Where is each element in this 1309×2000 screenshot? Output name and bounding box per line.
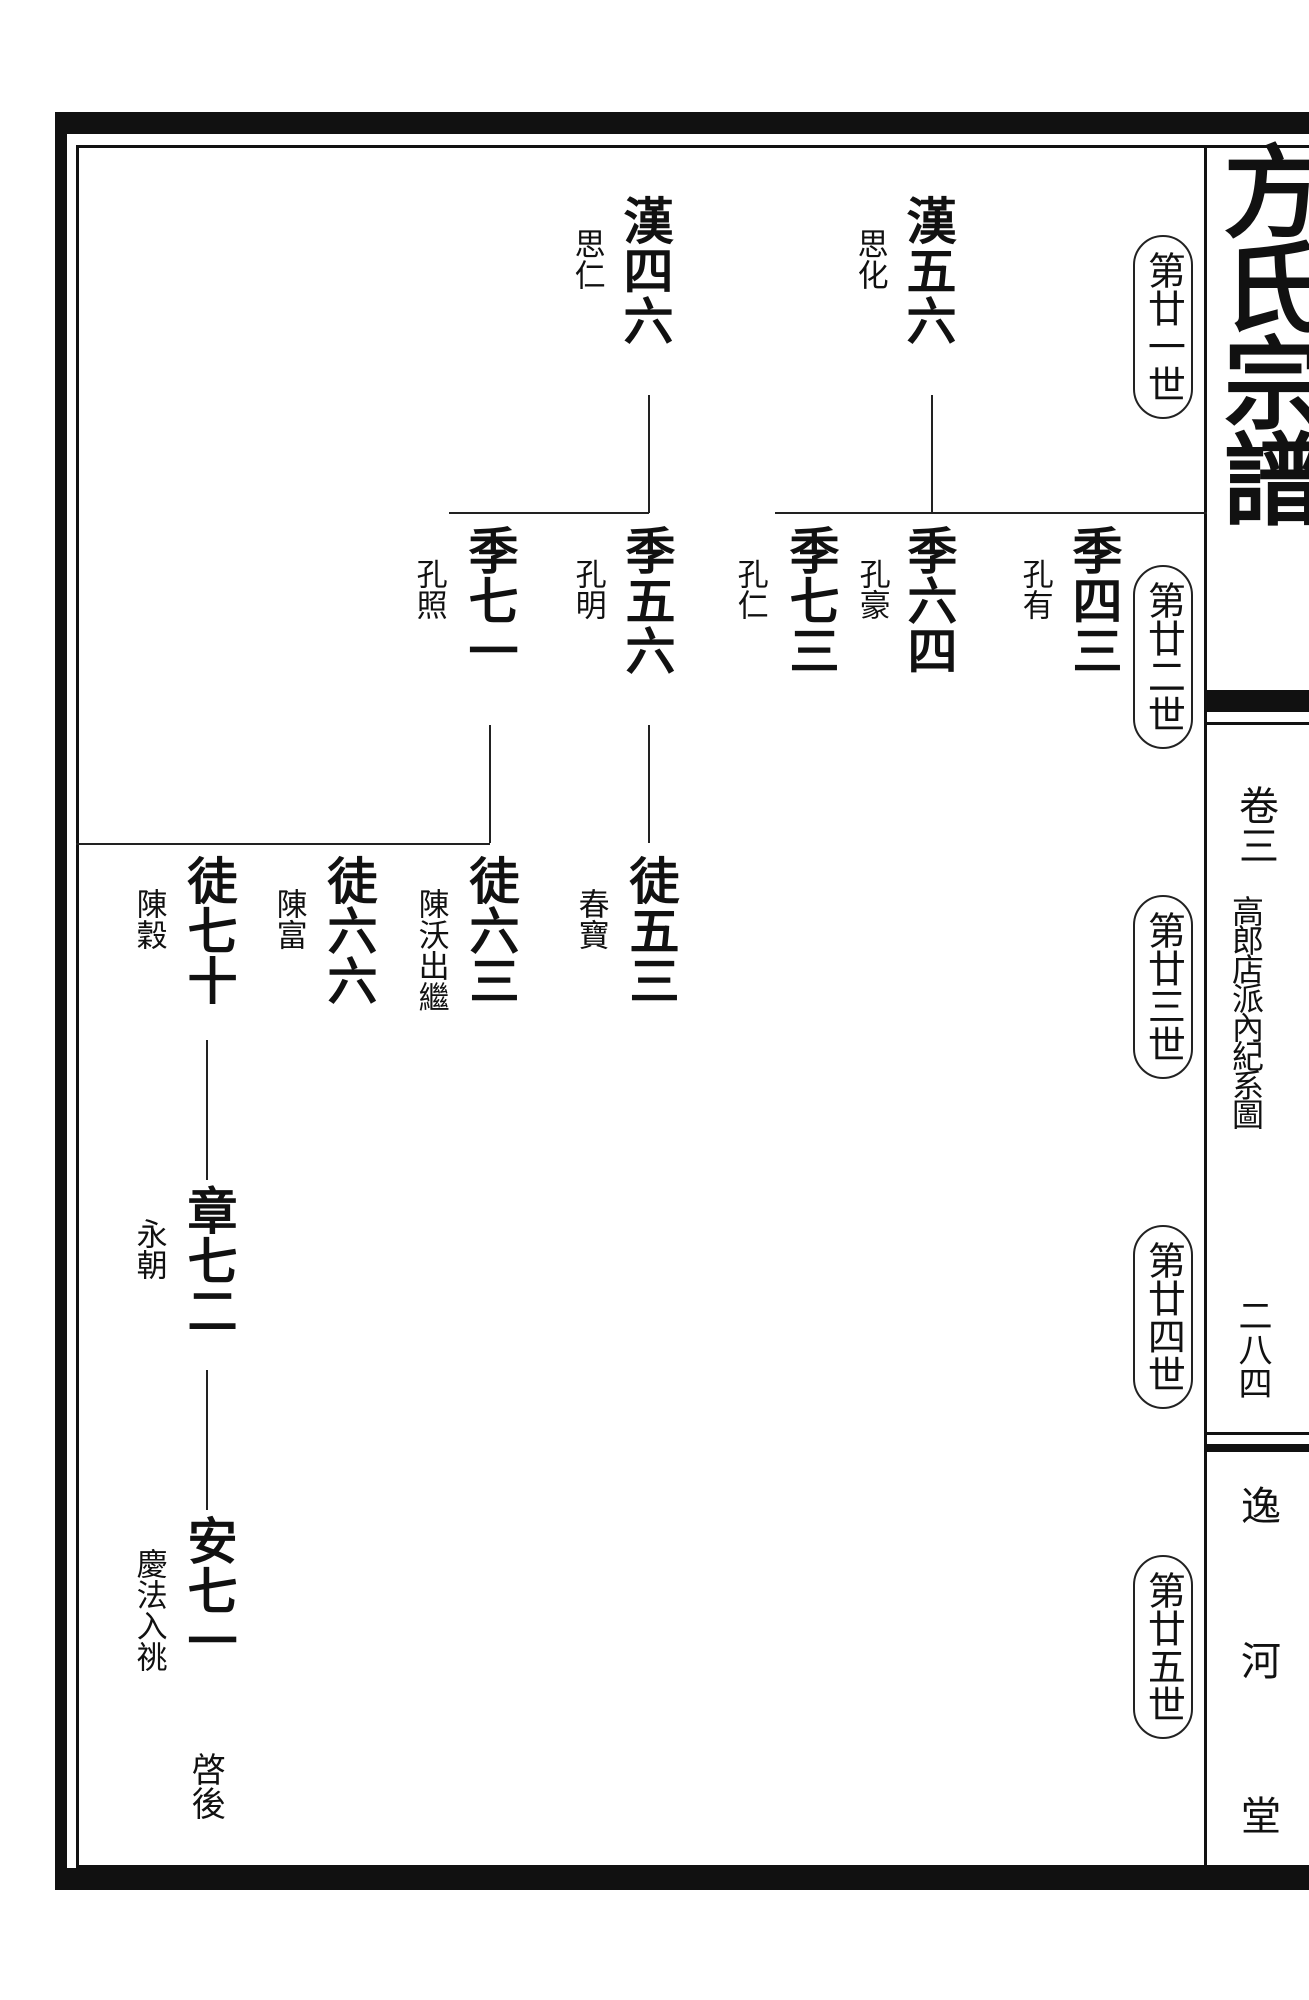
person-name: 漢四六: [615, 195, 675, 345]
person-note: 思仁: [568, 228, 605, 290]
side-panel-divider: [1204, 145, 1207, 1868]
connector-line: [775, 512, 1207, 514]
person-name: 安七一: [179, 1515, 239, 1665]
generation-badge: 第廿二世: [1133, 565, 1193, 749]
person-note: 孔有: [1016, 558, 1053, 620]
connector-line: [449, 512, 649, 514]
side-divider-line: [1207, 1432, 1309, 1435]
person-note: 孔照: [410, 558, 447, 620]
hall-char: 堂: [1234, 1795, 1280, 1835]
page-frame: [55, 112, 1309, 1890]
person-name: 徒五三: [621, 855, 681, 1005]
person-note: 思化: [851, 228, 888, 290]
side-divider-line: [1207, 722, 1309, 725]
generation-badge: 第廿三世: [1133, 895, 1193, 1079]
hall-char: 逸: [1234, 1485, 1280, 1525]
connector-line: [648, 395, 650, 513]
side-divider-bar: [1207, 1444, 1309, 1452]
connector-line: [76, 843, 490, 845]
person-name: 季六四: [899, 525, 959, 675]
person-note: 慶法入祧: [130, 1548, 167, 1672]
person-name: 徒六三: [461, 855, 521, 1005]
person-note: 陳富: [270, 888, 307, 950]
person-note: 陳沃出繼: [412, 888, 449, 1012]
volume-label: 卷三: [1232, 785, 1278, 865]
generation-badge: 第廿四世: [1133, 1225, 1193, 1409]
generation-badge: 第廿五世: [1133, 1555, 1193, 1739]
section-title: 高郎店派內紀系圖: [1227, 895, 1265, 1127]
person-name: 章七二: [179, 1185, 239, 1335]
hall-char: 河: [1234, 1640, 1280, 1680]
page-number: 二八四: [1232, 1298, 1272, 1400]
continuation-note: 啓後: [185, 1752, 226, 1820]
connector-line: [648, 725, 650, 843]
generation-badge: 第廿一世: [1133, 235, 1193, 419]
connector-line: [206, 1040, 208, 1180]
person-name: 徒七十: [179, 855, 239, 1005]
person-note: 孔豪: [853, 558, 890, 620]
person-name: 漢五六: [898, 195, 958, 345]
connector-line: [931, 395, 933, 513]
book-title: 方氏宗譜: [1206, 140, 1309, 524]
connector-line: [489, 725, 491, 843]
person-name: 季四三: [1064, 525, 1124, 675]
person-name: 季五六: [617, 525, 677, 675]
person-name: 季七三: [781, 525, 841, 675]
person-note: 孔明: [569, 558, 606, 620]
side-divider-bar: [1207, 690, 1309, 712]
connector-line: [206, 1370, 208, 1510]
person-note: 永朝: [130, 1218, 167, 1280]
person-note: 陳穀: [130, 888, 167, 950]
person-note: 孔仁: [731, 558, 768, 620]
person-note: 春寶: [572, 888, 609, 950]
person-name: 徒六六: [319, 855, 379, 1005]
inner-frame: [76, 145, 1309, 1868]
person-name: 季七一: [460, 525, 520, 675]
